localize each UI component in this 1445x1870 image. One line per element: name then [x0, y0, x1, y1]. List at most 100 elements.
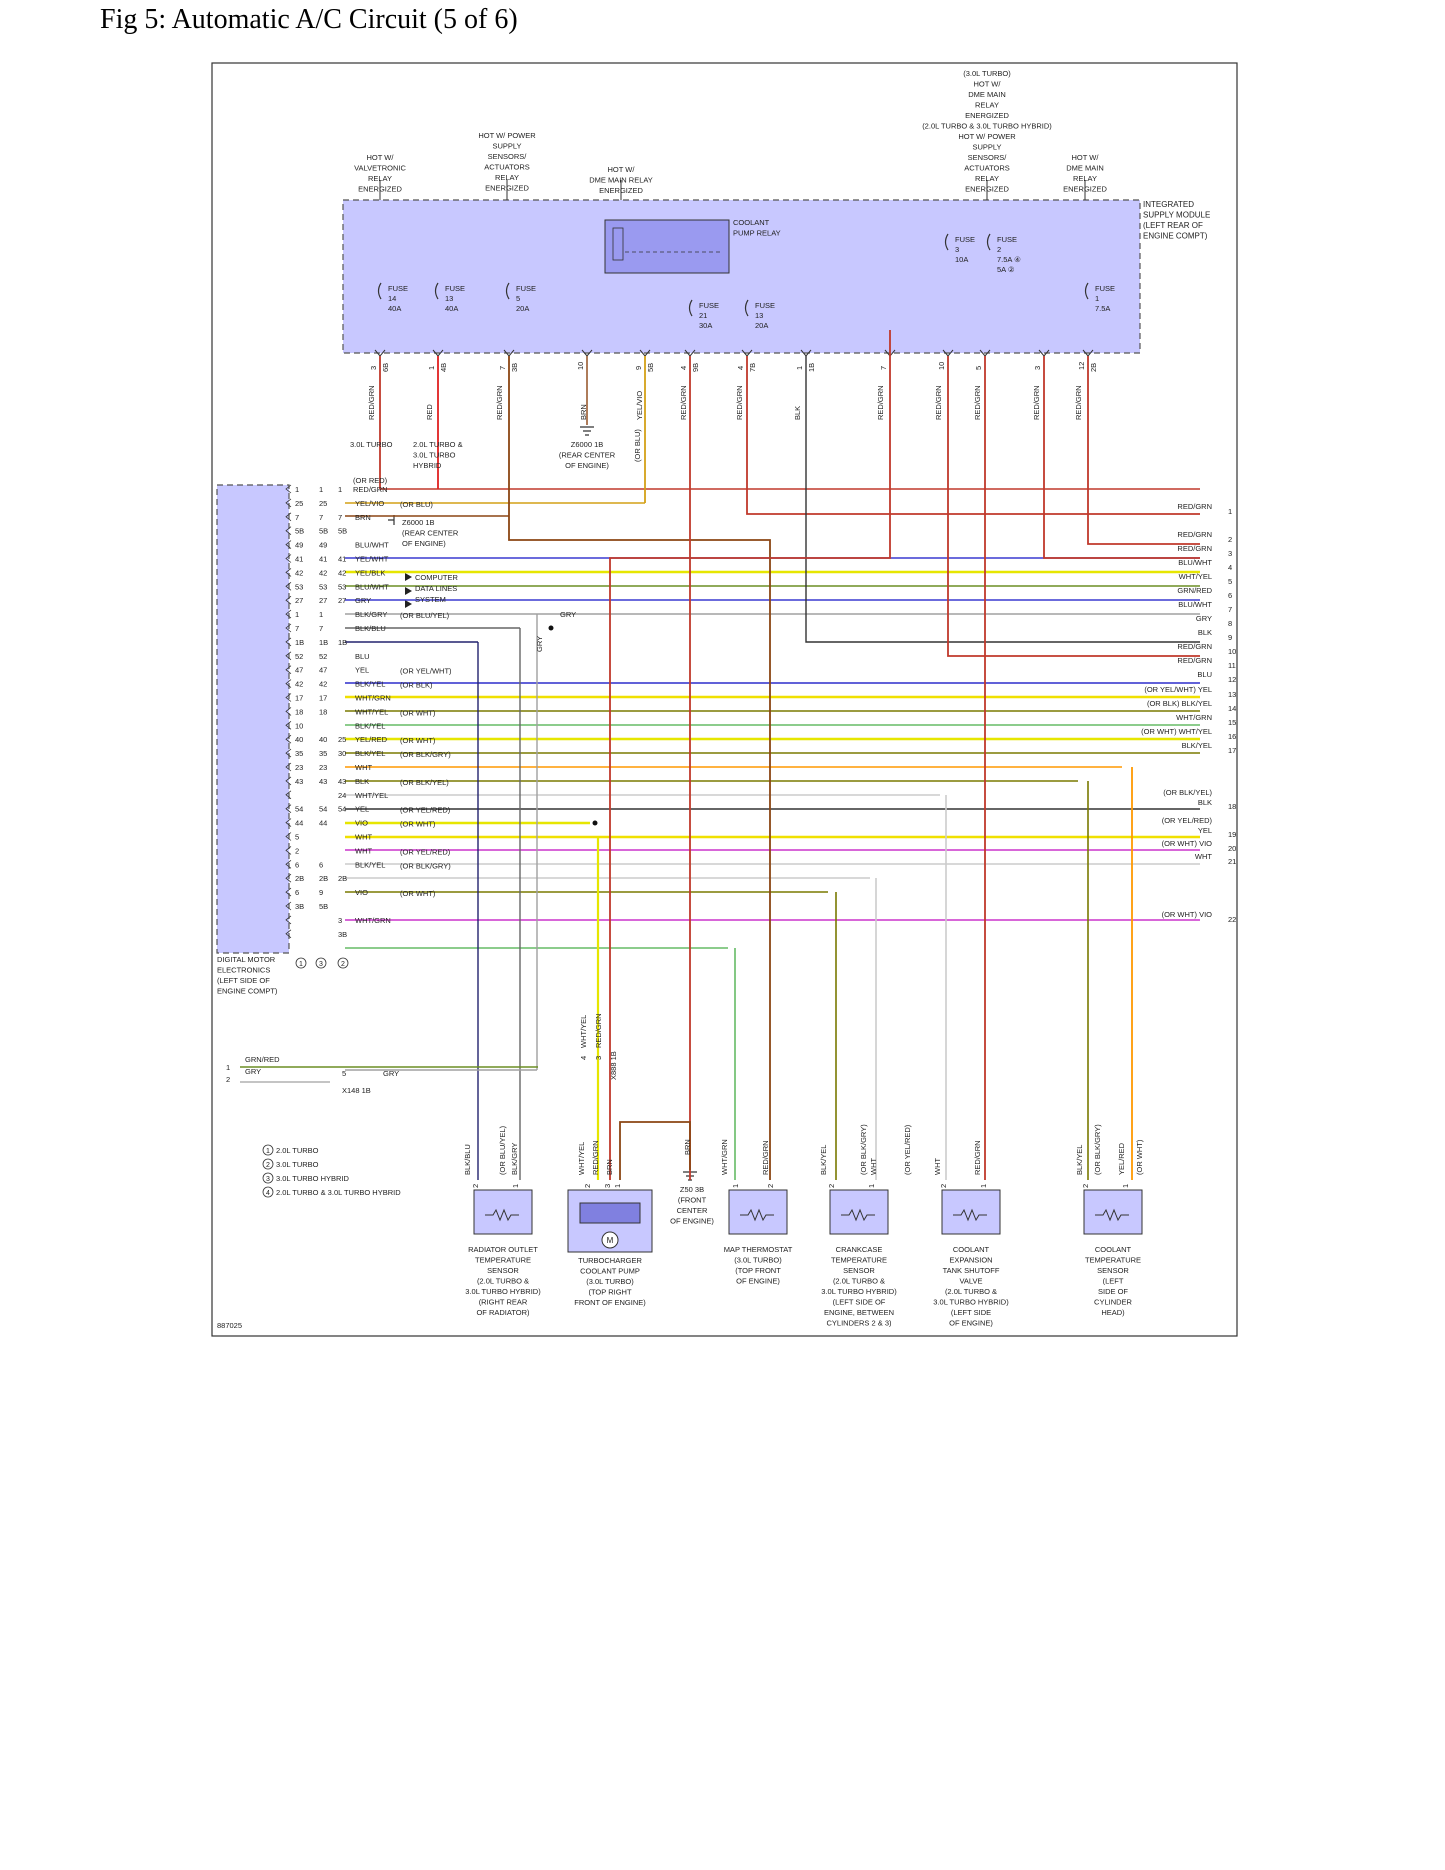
wire-note: (OR BLU) — [400, 500, 433, 509]
wire-color-label: RED/GRN — [1177, 544, 1212, 553]
variant-marker-number: 2 — [266, 1162, 270, 1169]
hot-feed-label: SENSORS/ — [968, 153, 1008, 162]
pin-number: 5 — [974, 366, 983, 370]
wire-color-label: BLK/YEL — [355, 860, 385, 869]
dme-pin: 5B — [319, 527, 328, 536]
component-label: (LEFT — [1103, 1277, 1124, 1286]
wire-color-label: (OR BLU/YEL) — [498, 1125, 507, 1175]
component-label: COOLANT — [953, 1245, 990, 1254]
hot-feed-label: RELAY — [495, 173, 519, 182]
connector-pin-icon — [285, 734, 292, 744]
connector-pin-icon — [285, 623, 292, 633]
wire-color-label: GRY — [383, 1069, 399, 1078]
hot-feed-label: HOT W/ — [974, 80, 1002, 89]
hot-feed-label: ENERGIZED — [1063, 185, 1107, 194]
variant-label: 3.0L TURBO — [413, 451, 456, 460]
wire-color-label: BLU — [1197, 670, 1212, 679]
hot-feed-label: DME MAIN RELAY — [589, 176, 653, 185]
hot-feed-label: RELAY — [1073, 174, 1097, 183]
wire-color-label: (OR WHT) VIO — [1162, 839, 1213, 848]
dme-pin: 43 — [319, 777, 327, 786]
component-label: (2.0L TURBO & — [477, 1277, 529, 1286]
wire-color-label: VIO — [355, 888, 368, 897]
component-label: (TOP RIGHT — [588, 1288, 631, 1297]
data-lines-label: SYSTEM — [415, 595, 446, 604]
continuation-number: 20 — [1228, 844, 1236, 853]
wire-color-label: RED/GRN — [973, 385, 982, 420]
continuation-number: 13 — [1228, 690, 1236, 699]
connector-pin-icon — [285, 859, 292, 869]
legend-label: 2.0L TURBO — [276, 1146, 319, 1155]
legend-label: 3.0L TURBO — [276, 1160, 319, 1169]
component-label: OF ENGINE) — [949, 1319, 993, 1328]
connector-pin-icon — [285, 762, 292, 772]
dme-pin: 42 — [338, 568, 346, 577]
component-pin: 2 — [471, 1184, 480, 1188]
figure-title: Fig 5: Automatic A/C Circuit (5 of 6) — [100, 4, 518, 35]
wire-color-label: WHT — [355, 763, 372, 772]
continuation-number: 3 — [1228, 549, 1232, 558]
data-lines-label: COMPUTER — [415, 573, 459, 582]
dme-pin: 41 — [319, 555, 327, 564]
dme-pin: 6 — [295, 888, 299, 897]
dme-pin: 42 — [319, 680, 327, 689]
component-label: (2.0L TURBO & — [833, 1277, 885, 1286]
wire-red-grn — [609, 330, 891, 1180]
component-label: RADIATOR OUTLET — [468, 1245, 538, 1254]
legend-label: 3.0L TURBO HYBRID — [276, 1174, 350, 1183]
dme-pin: 5B — [295, 527, 304, 536]
component-pin: 2 — [583, 1184, 592, 1188]
wire-color-label: YEL/VIO — [635, 391, 644, 420]
continuation-number: 5 — [1228, 577, 1232, 586]
dme-pin: 27 — [319, 596, 327, 605]
dme-pin: 1 — [295, 610, 299, 619]
component-label: ENGINE, BETWEEN — [824, 1308, 894, 1317]
hot-feed-label: DME MAIN — [1066, 164, 1104, 173]
component-pin: 2 — [766, 1184, 775, 1188]
dme-pin: 7 — [338, 513, 342, 522]
wire-color-label: BLU/WHT — [355, 541, 389, 550]
wire-red-grn — [947, 356, 1200, 657]
connector-pin-icon — [285, 679, 292, 688]
fuse-icon — [434, 282, 439, 300]
connector-pin: 1 — [226, 1063, 230, 1072]
dme-pin: 6 — [319, 860, 323, 869]
dme-pin: 54 — [338, 805, 346, 814]
component-label: (3.0L TURBO) — [734, 1256, 782, 1265]
wire-color-label: WHT — [1195, 852, 1212, 861]
hot-feed-label: RELAY — [368, 174, 392, 183]
fuse-label: FUSE — [516, 284, 536, 293]
dme-pin: 17 — [319, 694, 327, 703]
wire-note: (OR BLK/GRY) — [400, 861, 451, 870]
hot-feed-label: ENERGIZED — [965, 185, 1009, 194]
connector-pin-icon — [285, 846, 292, 855]
dme-pin: 52 — [295, 652, 303, 661]
component-label: (TOP FRONT — [735, 1266, 781, 1275]
wire-color-label: YEL/BLK — [355, 568, 385, 577]
wire-color-label: RED/GRN — [591, 1140, 600, 1175]
wire-color-label: BLK — [793, 406, 802, 420]
pin-number: 12 — [1077, 362, 1086, 370]
dme-pin: 6 — [295, 860, 299, 869]
pin-number: 10 — [576, 362, 585, 370]
connector-pin-icon — [285, 554, 292, 563]
wire-color-label: BLK/YEL — [355, 721, 385, 730]
fuse-label: 40A — [388, 304, 401, 313]
dme-pin: 47 — [319, 666, 327, 675]
dme-pin: 53 — [295, 582, 303, 591]
connector-pin-icon — [285, 568, 292, 577]
ism-label: SUPPLY MODULE — [1143, 211, 1210, 220]
connector-pin: 4 — [579, 1056, 588, 1060]
dme-pin: 44 — [295, 819, 303, 828]
variant-label: 3.0L TURBO — [350, 440, 393, 449]
wire-color-label: RED/GRN — [495, 385, 504, 420]
wire-color-label: (OR WHT) VIO — [1162, 910, 1213, 919]
dme-pin: 7 — [295, 624, 299, 633]
fuse-label: 14 — [388, 294, 396, 303]
fuse-icon — [1084, 282, 1089, 300]
dme-pin: 10 — [295, 721, 303, 730]
variant-marker-icon — [315, 957, 327, 969]
ground-label: OF ENGINE) — [565, 461, 609, 470]
pin-number: 1 — [795, 366, 804, 370]
dme-pin: 1 — [338, 485, 342, 494]
